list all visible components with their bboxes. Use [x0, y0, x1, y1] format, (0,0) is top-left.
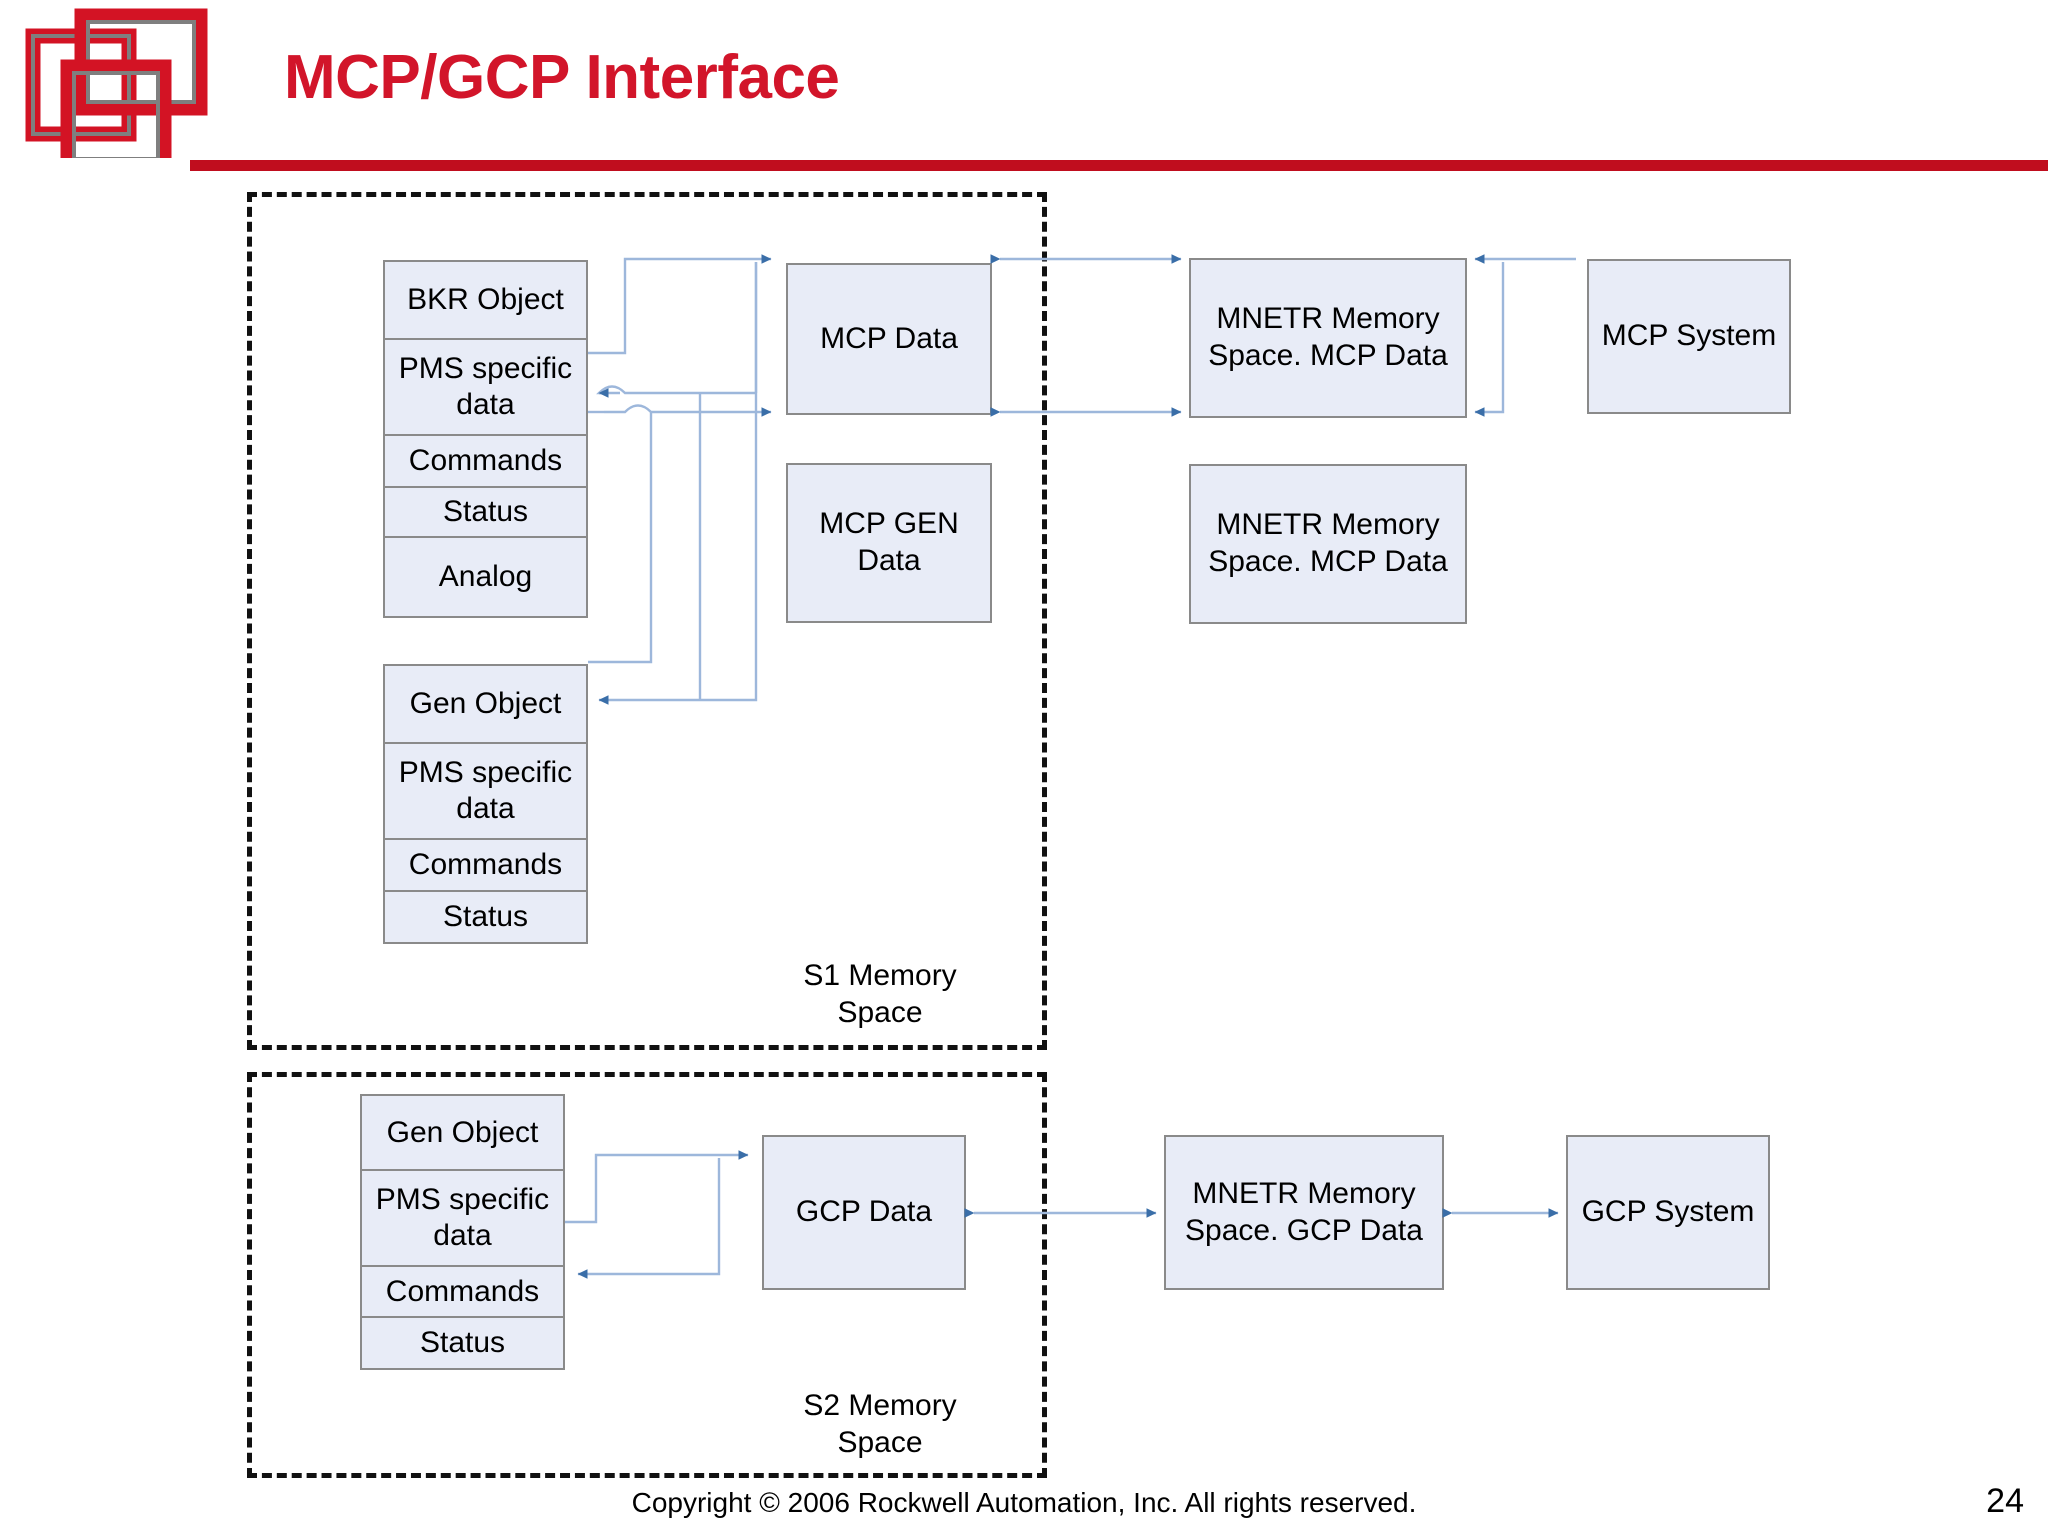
- gcp-system-box[interactable]: GCP System: [1566, 1135, 1770, 1290]
- wire-mcp-system-to-mnetr-bottom: [1474, 262, 1505, 417]
- s2-memory-space-region: [247, 1072, 1047, 1478]
- mnetr-memory-space-gcp-data-box[interactable]: MNETR Memory Space. GCP Data: [1164, 1135, 1444, 1290]
- table-row: Gen Object: [362, 1096, 563, 1172]
- mnetr-memory-space-mcp-data-bottom-box[interactable]: MNETR Memory Space. MCP Data: [1189, 464, 1467, 624]
- s1-memory-space-label: S1 Memory Space: [803, 959, 957, 1029]
- page-number: 24: [1986, 1482, 2024, 1520]
- mcp-gen-data-box[interactable]: MCP GEN Data: [786, 463, 992, 623]
- mcp-system-box[interactable]: MCP System: [1587, 259, 1791, 414]
- mcp-data-box[interactable]: MCP Data: [786, 263, 992, 415]
- gen-object-table-s2[interactable]: Gen Object PMS specific data Commands St…: [360, 1094, 565, 1370]
- header-rule: [208, 160, 2048, 171]
- table-row: Gen Object: [385, 666, 586, 744]
- table-row: PMS specific data: [362, 1171, 563, 1267]
- gcp-data-box[interactable]: GCP Data: [762, 1135, 966, 1290]
- table-row: BKR Object: [385, 262, 586, 340]
- mnetr-memory-space-mcp-data-top-box[interactable]: MNETR Memory Space. MCP Data: [1189, 258, 1467, 418]
- slide-header: MCP/GCP Interface: [0, 0, 2048, 172]
- gen-object-table-s1[interactable]: Gen Object PMS specific data Commands St…: [383, 664, 588, 944]
- rockwell-automation-logo: [25, 8, 208, 158]
- table-row: PMS specific data: [385, 340, 586, 436]
- table-row: Status: [362, 1318, 563, 1368]
- bkr-object-table[interactable]: BKR Object PMS specific data Commands St…: [383, 260, 588, 618]
- table-row: Commands: [385, 436, 586, 488]
- table-row: Analog: [385, 538, 586, 616]
- table-row: PMS specific data: [385, 744, 586, 840]
- table-row: Status: [385, 892, 586, 942]
- table-row: Commands: [385, 840, 586, 892]
- table-row: Status: [385, 488, 586, 538]
- header-rule-tail: [190, 160, 214, 171]
- page-title: MCP/GCP Interface: [284, 43, 840, 112]
- s1-memory-space-region: [247, 192, 1047, 1050]
- table-row: Commands: [362, 1266, 563, 1319]
- s2-memory-space-label: S2 Memory Space: [803, 1389, 957, 1459]
- copyright-footer: Copyright © 2006 Rockwell Automation, In…: [631, 1487, 1417, 1518]
